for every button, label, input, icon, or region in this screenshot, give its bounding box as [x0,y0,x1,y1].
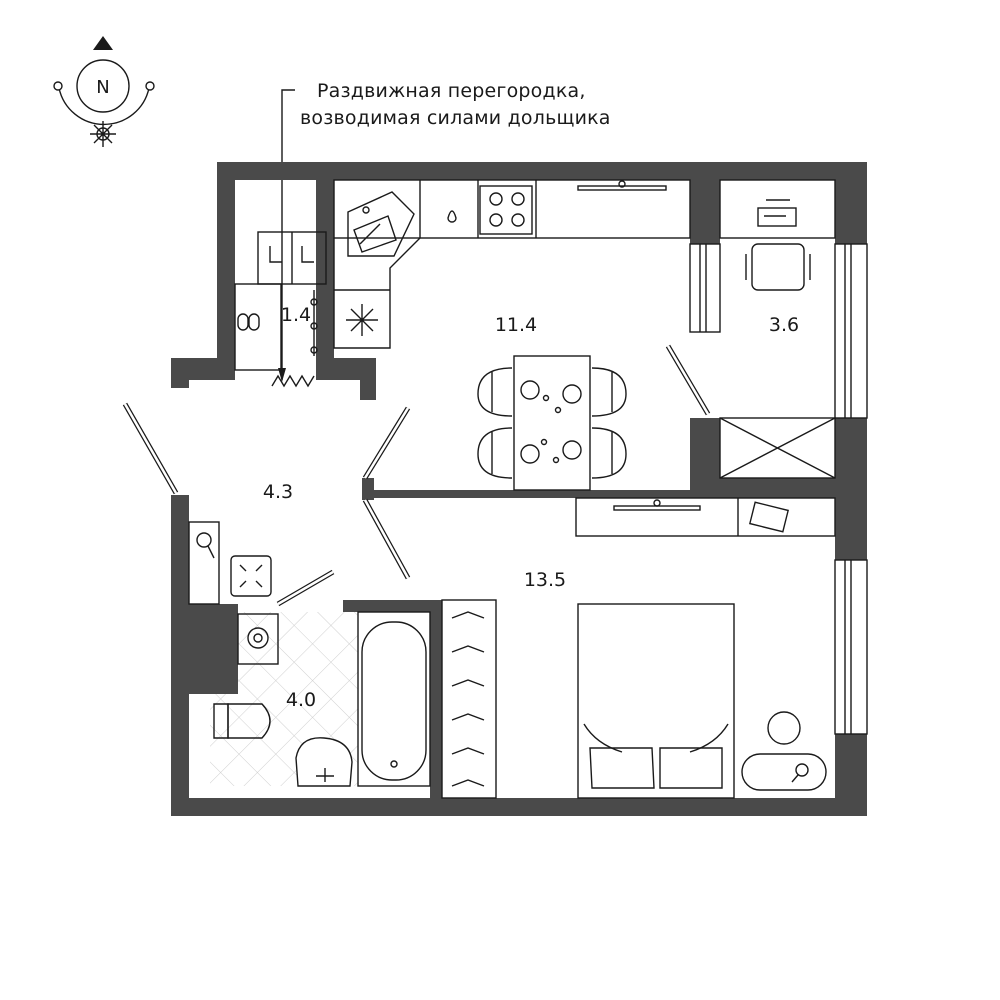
partition-note-line-2: возводимая силами дольщика [300,107,611,129]
room-area-kitchen: 11.4 [495,314,537,336]
doors [122,344,711,607]
compass-arc [58,87,150,126]
corner-sink-icon [347,191,415,257]
sun-icon [90,121,116,147]
compass-circle [76,59,130,113]
bathroom [210,611,431,787]
hall-furniture [188,521,272,605]
area-labels: 1.4 11.4 3.6 4.3 13.5 4.0 [263,304,799,711]
partition-note-line-1: Раздвижная перегородка, [317,80,586,102]
range-hood-icon [577,180,667,191]
room-area-bedroom: 13.5 [524,569,566,591]
kitchen-furniture [333,179,691,491]
partition-note: Раздвижная перегородка, возводимая силам… [300,78,630,132]
dining-table [477,355,627,491]
room-area-balcony: 3.6 [769,314,799,336]
storage-furniture [234,231,327,388]
compass: N [53,36,155,147]
room-area-hall: 4.3 [263,481,293,503]
balcony-furniture [719,179,836,479]
bedroom-furniture [441,497,836,799]
room-area-storage: 1.4 [281,304,311,326]
windows [689,243,868,735]
room-area-bathroom: 4.0 [286,689,316,711]
snowflake-icon [346,304,378,336]
north-arrow-icon [93,36,113,50]
stove-icon [479,185,533,235]
compass-letter: N [96,77,109,98]
walls [171,162,867,816]
faucet-drop-icon [447,210,457,223]
